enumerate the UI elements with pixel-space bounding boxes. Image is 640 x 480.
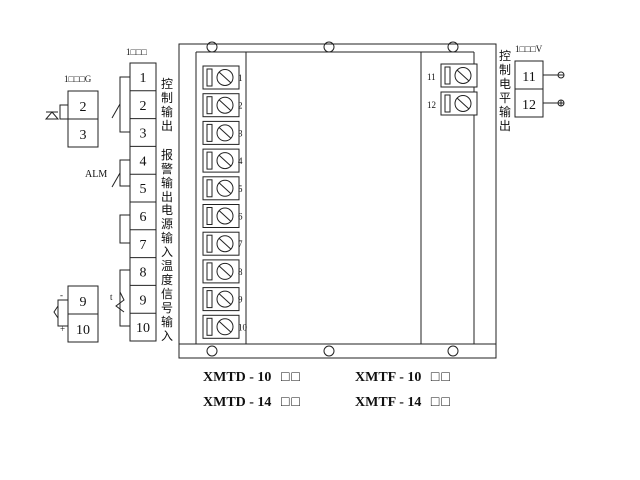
model-name: XMTF - 14 bbox=[355, 395, 422, 410]
model-xmtf-10: XMTF - 10 □□ bbox=[355, 370, 452, 386]
model-name: XMTF - 10 bbox=[355, 370, 422, 385]
group-label-control-output: 制 bbox=[161, 91, 173, 105]
mount-hole bbox=[206, 345, 218, 357]
group-label-temp-input: 信 bbox=[161, 287, 173, 301]
ssr-terminal-2: 2 bbox=[80, 100, 87, 115]
device-terminal-number: 11 bbox=[427, 72, 436, 82]
group-label-control-output: 输 bbox=[161, 104, 173, 119]
ssr-label: 1□□□G bbox=[64, 74, 92, 84]
group-label-temp-input: 号 bbox=[161, 301, 173, 315]
terminal-6: 6 bbox=[140, 210, 147, 225]
device-terminal-number: 5 bbox=[238, 184, 243, 194]
ssr-terminal-3: 3 bbox=[80, 128, 87, 143]
device-terminal-number: 4 bbox=[238, 156, 243, 166]
alm-label: ALM bbox=[85, 169, 107, 180]
group-label-alarm-output: 报 bbox=[161, 147, 173, 162]
group-label-power-input: 电 bbox=[161, 203, 173, 217]
device-terminal-number: 10 bbox=[238, 322, 248, 332]
labels: 1□□□1□□□GALM1□□□V12345678910239101112123… bbox=[60, 44, 543, 343]
terminal-2: 2 bbox=[140, 99, 147, 114]
screw-terminal[interactable] bbox=[202, 65, 240, 90]
mount-holes bbox=[206, 41, 459, 357]
screw-terminal[interactable] bbox=[202, 176, 240, 201]
screw-terminal[interactable] bbox=[202, 287, 240, 312]
screw-terminal[interactable] bbox=[202, 231, 240, 256]
mount-hole bbox=[206, 41, 218, 53]
terminal-8: 8 bbox=[140, 266, 147, 281]
model-suffix-boxes: □□ bbox=[280, 395, 302, 410]
terminal-9: 9 bbox=[140, 293, 147, 308]
group-label-control-output: 控 bbox=[161, 77, 173, 91]
terminal-3: 3 bbox=[140, 127, 147, 142]
screw-terminal[interactable] bbox=[202, 204, 240, 228]
terminal-5: 5 bbox=[140, 182, 147, 197]
group-label-control-output: 出 bbox=[161, 119, 173, 133]
terminal-7: 7 bbox=[140, 238, 147, 253]
device-terminal-number: 12 bbox=[427, 100, 436, 110]
device-terminal-number: 6 bbox=[238, 212, 243, 222]
group-label-power-input: 输 bbox=[161, 230, 173, 245]
group-label-power-input: 入 bbox=[161, 245, 173, 259]
model-name: XMTD - 14 bbox=[203, 395, 272, 410]
group-label-temp-input: 度 bbox=[161, 272, 173, 287]
screw-terminal[interactable] bbox=[202, 93, 240, 118]
model-suffix-boxes: □□ bbox=[280, 370, 302, 385]
group-label-alarm-output: 警 bbox=[161, 161, 173, 176]
model-suffix-boxes: □□ bbox=[430, 370, 452, 385]
group-label-control-level-output: 电 bbox=[499, 77, 511, 91]
right-terminal-11: 11 bbox=[522, 70, 535, 85]
device-body bbox=[178, 43, 497, 359]
group-label-power-input: 源 bbox=[161, 217, 173, 231]
terminal-1: 1 bbox=[140, 71, 147, 86]
group-label-control-level-output: 平 bbox=[499, 91, 511, 105]
group-label-temp-input: 入 bbox=[161, 329, 173, 343]
group-label-temp-input: 输 bbox=[161, 314, 173, 329]
mount-hole bbox=[447, 41, 459, 53]
group-label-control-level-output: 输 bbox=[499, 104, 511, 119]
mount-hole bbox=[323, 41, 335, 53]
terminal-4: 4 bbox=[140, 154, 147, 169]
screw-terminal[interactable] bbox=[440, 63, 478, 88]
device-terminal-number: 3 bbox=[238, 128, 243, 138]
group-label-control-level-output: 控 bbox=[499, 49, 511, 63]
mount-hole bbox=[323, 345, 335, 357]
screw-terminal[interactable] bbox=[202, 314, 240, 339]
model-suffix-boxes: □□ bbox=[430, 395, 452, 410]
model-xmtd-14: XMTD - 14 □□ bbox=[203, 395, 302, 411]
group-label-temp-input: 温 bbox=[161, 259, 173, 273]
terminal-screws bbox=[202, 63, 478, 339]
group-label-control-level-output: 出 bbox=[499, 119, 511, 133]
group-label-alarm-output: 出 bbox=[161, 190, 173, 204]
right-terminal-12: 12 bbox=[522, 98, 536, 113]
left-top-label: 1□□□ bbox=[126, 47, 147, 57]
sensor-plus-sign: + bbox=[60, 324, 65, 334]
terminal-10: 10 bbox=[136, 321, 150, 336]
device-terminal-number: 8 bbox=[238, 267, 243, 277]
thermistor-t-mark: t bbox=[110, 292, 113, 302]
model-xmtf-14: XMTF - 14 □□ bbox=[355, 395, 452, 411]
screw-terminal[interactable] bbox=[202, 120, 240, 145]
screw-terminal[interactable] bbox=[440, 91, 478, 116]
device-terminal-number: 1 bbox=[238, 73, 243, 83]
device-terminal-number: 9 bbox=[238, 295, 243, 305]
sensor-terminal-9: 9 bbox=[80, 295, 87, 310]
mount-hole bbox=[447, 345, 459, 357]
right-top-label: 1□□□V bbox=[515, 44, 543, 54]
device-terminal-number: 2 bbox=[238, 101, 243, 111]
sensor-terminal-10: 10 bbox=[76, 323, 90, 338]
model-name: XMTD - 10 bbox=[203, 370, 272, 385]
screw-terminal[interactable] bbox=[202, 148, 240, 173]
model-xmtd-10: XMTD - 10 □□ bbox=[203, 370, 302, 386]
screw-terminal[interactable] bbox=[202, 259, 240, 284]
device-terminal-number: 7 bbox=[238, 239, 243, 249]
group-label-control-level-output: 制 bbox=[499, 63, 511, 77]
sensor-minus-sign: - bbox=[60, 290, 63, 300]
group-label-alarm-output: 输 bbox=[161, 175, 173, 190]
